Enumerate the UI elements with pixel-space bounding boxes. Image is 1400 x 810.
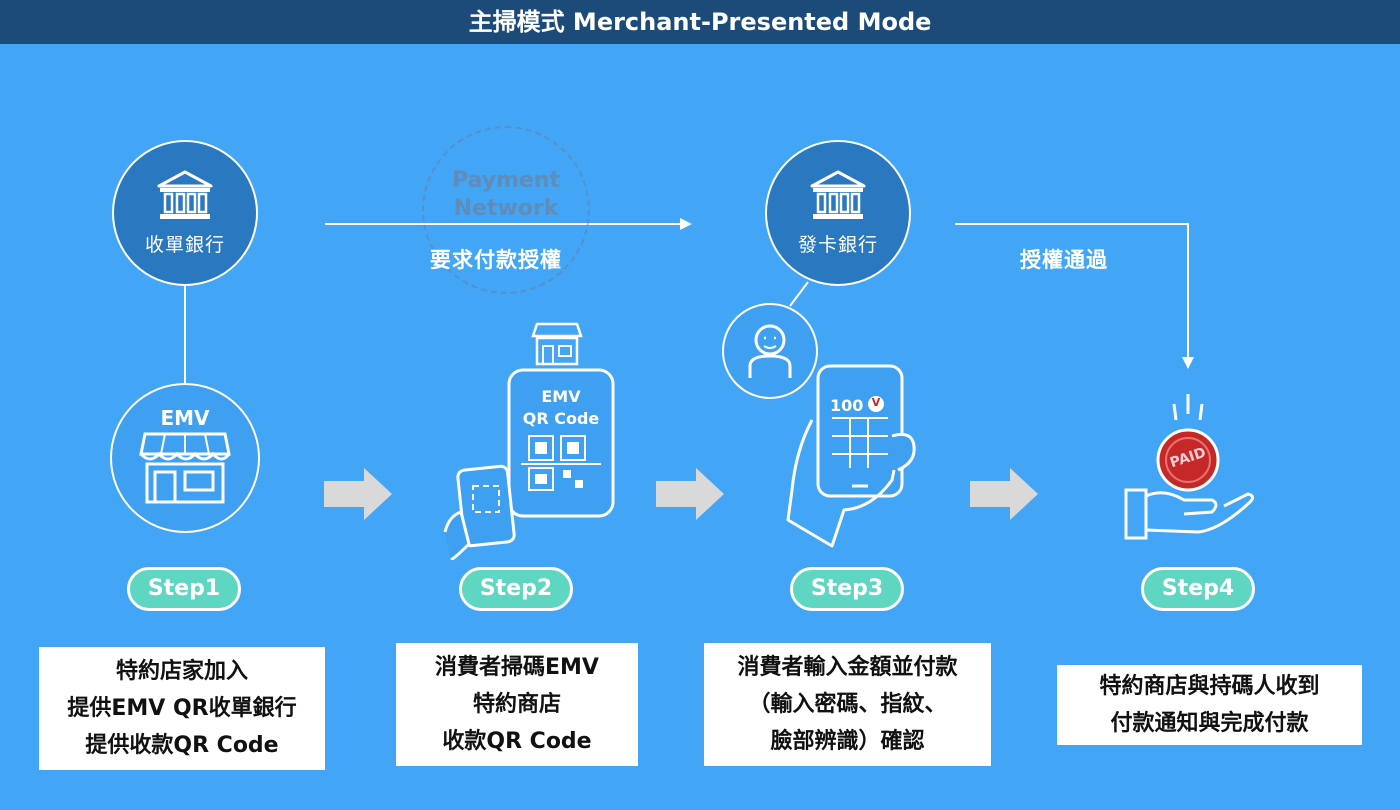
step-4-badge: Step4 (1141, 567, 1255, 611)
step-1-badge: Step1 (127, 567, 241, 611)
payment-network-node: Payment Network (422, 126, 590, 294)
issuing-bank-label: 發卡銀行 (797, 233, 878, 256)
step-2-line-1: 消費者掃碼EMV (435, 655, 599, 680)
user-icon (748, 324, 792, 378)
request-auth-label: 要求付款授權 (430, 248, 562, 272)
acquiring-bank-node: 收單銀行 (112, 140, 258, 286)
step-2-line-3: 收款QR Code (442, 729, 592, 754)
consumer-node (722, 303, 818, 399)
step-4-line-2: 付款通知與完成付款 (1110, 711, 1309, 736)
paid-illustration: PAID (1120, 390, 1260, 550)
phone-badge: V (871, 396, 881, 409)
step-4-line-1: 特約商店與持碼人收到 (1099, 674, 1320, 699)
payment-network-line-2: Network (453, 196, 559, 221)
step-3-line-1: 消費者輸入金額並付款 (737, 655, 958, 680)
store-icon (139, 432, 231, 504)
scan-qr-illustration: EMV QR Code (435, 320, 635, 562)
merchant-logo-text: EMV (160, 406, 210, 430)
qr-card-subtitle: QR Code (522, 409, 600, 428)
step-2-description: 消費者掃碼EMV 特約商店 收款QR Code (396, 643, 638, 766)
step-3-description: 消費者輸入金額並付款 （輸入密碼、指紋、 臉部辨識）確認 (704, 643, 991, 766)
step-1-line-3: 提供收款QR Code (85, 733, 279, 758)
bank-icon (810, 170, 866, 219)
acquiring-bank-label: 收單銀行 (144, 233, 225, 256)
step-2-badge: Step2 (459, 567, 573, 611)
block-arrow-3 (970, 468, 1038, 520)
request-auth-arrowhead (680, 218, 692, 230)
step-1-line-1: 特約店家加入 (115, 659, 248, 684)
qr-scan-icon (443, 322, 615, 562)
step-1-description: 特約店家加入 提供EMV QR收單銀行 提供收款QR Code (39, 647, 325, 770)
step-1-line-2: 提供EMV QR收單銀行 (67, 696, 297, 721)
phone-icon (786, 364, 916, 548)
bank-icon (157, 170, 213, 219)
auth-approved-label: 授權通過 (1020, 248, 1108, 272)
phone-pay-illustration: 100 V (782, 360, 922, 560)
page-title: 主掃模式 Merchant-Presented Mode (0, 0, 1400, 44)
block-arrow-1 (324, 468, 392, 520)
step-3-line-2: （輸入密碼、指紋、 (748, 692, 947, 717)
step-4-description: 特約商店與持碼人收到 付款通知與完成付款 (1057, 665, 1362, 745)
auth-approved-arrow (955, 223, 1189, 357)
block-arrow-2 (656, 468, 724, 520)
step-2-line-2: 特約商店 (472, 692, 561, 717)
qr-card-title: EMV (541, 387, 581, 406)
payment-network-line-1: Payment (451, 168, 561, 193)
step-3-badge: Step3 (790, 567, 904, 611)
phone-amount: 100 (830, 396, 864, 415)
auth-approved-arrowhead (1182, 357, 1194, 369)
merchant-node: EMV (110, 383, 260, 533)
step-3-line-3: 臉部辨識）確認 (770, 729, 925, 754)
issuing-bank-node: 發卡銀行 (765, 140, 911, 286)
coin-hand-icon (1124, 394, 1255, 540)
bank-person-link (789, 281, 809, 307)
